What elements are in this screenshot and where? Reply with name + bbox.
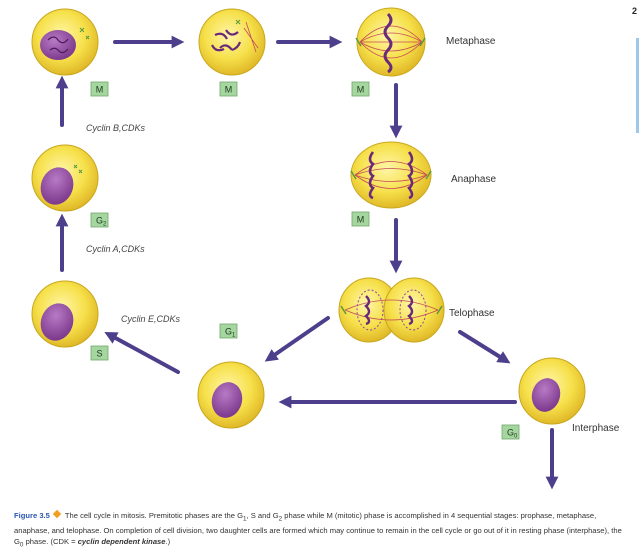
cell-telophase xyxy=(338,277,445,343)
svg-text:G0: G0 xyxy=(507,428,518,440)
svg-text:G1: G1 xyxy=(225,327,236,339)
arrow-g1-to-s xyxy=(104,331,180,374)
label-metaphase: Metaphase xyxy=(446,36,496,47)
cell-prophase-late xyxy=(198,8,266,76)
label-anaphase: Anaphase xyxy=(451,174,496,185)
cell-metaphase xyxy=(355,7,426,77)
badge-g2: G2 xyxy=(90,212,109,228)
label-cyclin-a: Cyclin A,CDKs xyxy=(86,244,145,254)
badge-m-2: M xyxy=(219,81,238,97)
badge-m-4: M xyxy=(351,211,370,227)
cell-s xyxy=(31,280,99,348)
cell-g1 xyxy=(197,361,265,429)
cell-prophase-early xyxy=(31,8,99,76)
badge-g0: G0 xyxy=(501,424,520,440)
badge-g1: G1 xyxy=(219,323,238,339)
badge-s: S xyxy=(90,345,109,361)
svg-text:S: S xyxy=(96,349,102,359)
arrow-telophase-to-g1 xyxy=(264,316,330,362)
svg-text:M: M xyxy=(357,215,365,225)
svg-text:M: M xyxy=(357,85,365,95)
badge-m-3: M xyxy=(351,81,370,97)
figure-label: Figure 3.5 xyxy=(14,511,50,520)
label-cyclin-b: Cyclin B,CDKs xyxy=(86,123,146,133)
badge-m-1: M xyxy=(90,81,109,97)
cell-g2 xyxy=(31,144,99,212)
cell-g0 xyxy=(518,357,586,425)
page-number: 2 xyxy=(632,6,637,16)
cell-cycle-diagram: 2 xyxy=(31,6,637,490)
label-interphase: Interphase xyxy=(572,423,620,434)
svg-text:M: M xyxy=(225,85,233,95)
diamond-icon xyxy=(52,509,62,519)
label-cyclin-e: Cyclin E,CDKs xyxy=(121,314,181,324)
arrow-telophase-to-g0 xyxy=(458,330,511,364)
cell-anaphase xyxy=(350,141,432,209)
svg-text:M: M xyxy=(96,85,104,95)
label-telophase: Telophase xyxy=(449,308,495,319)
svg-text:G2: G2 xyxy=(96,216,107,228)
page-edge-marker xyxy=(636,38,639,133)
